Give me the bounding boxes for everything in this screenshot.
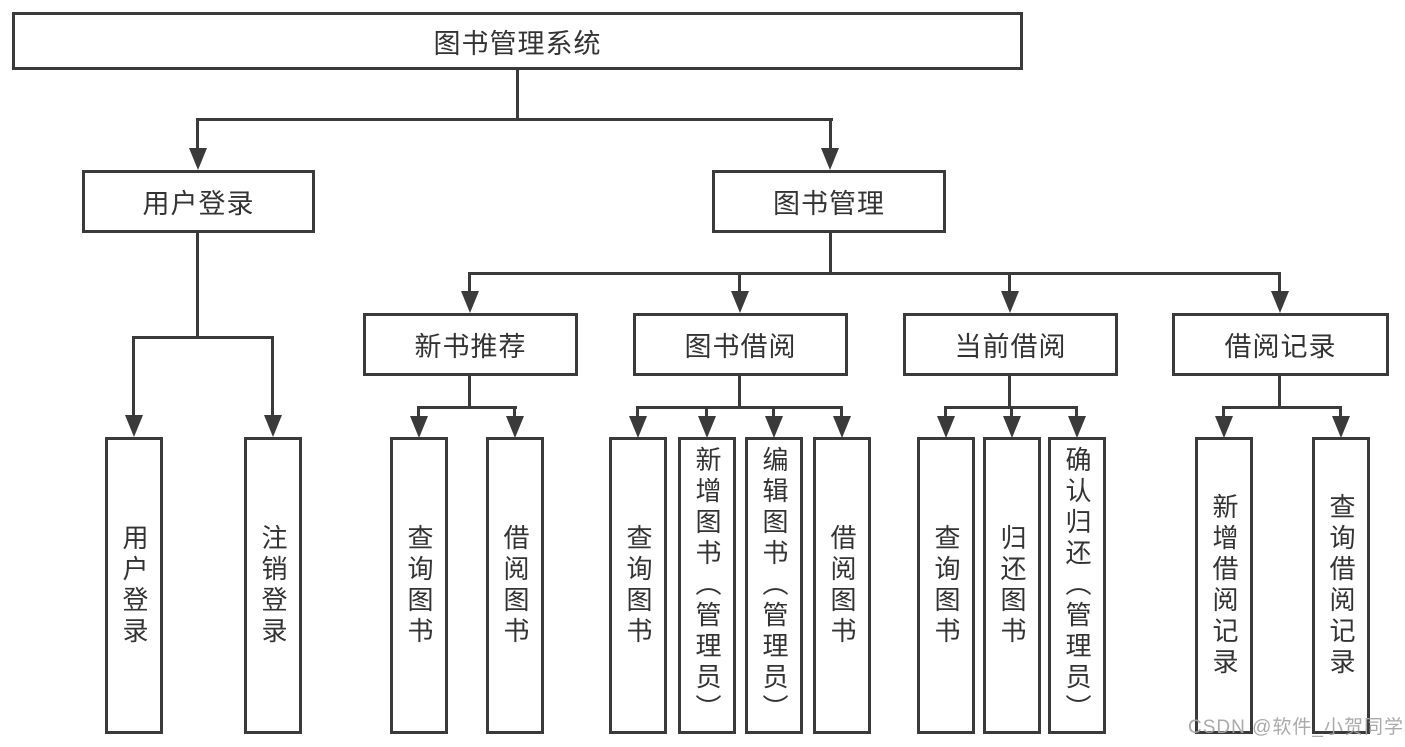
leaf-label: 新增图书（管理员） xyxy=(692,446,722,725)
leaf-current-return-books: 归还图书 xyxy=(983,437,1041,734)
connector-line xyxy=(1278,272,1281,294)
arrow-down-icon xyxy=(731,291,749,313)
leaf-recommend-borrow-books: 借阅图书 xyxy=(486,437,544,734)
leaf-records-query-record: 查询借阅记录 xyxy=(1312,437,1370,734)
leaf-borrowing-add-books-admin: 新增图书（管理员） xyxy=(678,437,736,734)
connector-line xyxy=(417,406,420,420)
arrow-down-icon xyxy=(1215,416,1233,438)
node-borrowing-records: 借阅记录 xyxy=(1172,313,1389,376)
leaf-label: 查询图书 xyxy=(931,523,961,648)
connector-line xyxy=(196,233,199,339)
connector-line xyxy=(468,376,471,409)
leaf-label: 查询借阅记录 xyxy=(1326,492,1356,679)
arrow-down-icon xyxy=(461,291,479,313)
leaf-label: 注销登录 xyxy=(258,523,288,648)
leaf-label: 用户登录 xyxy=(119,523,149,648)
node-new-book-recommend: 新书推荐 xyxy=(363,313,578,376)
leaf-label: 查询图书 xyxy=(623,523,653,648)
node-current-borrowing: 当前借阅 xyxy=(903,313,1118,376)
connector-line xyxy=(1075,406,1078,420)
connector-line xyxy=(772,406,775,420)
leaf-current-confirm-return-admin: 确认归还（管理员） xyxy=(1048,437,1106,734)
connector-line xyxy=(636,406,843,409)
connector-line xyxy=(1222,406,1225,420)
arrow-down-icon xyxy=(821,148,839,170)
connector-line xyxy=(271,336,274,420)
connector-line xyxy=(468,272,471,294)
arrow-down-icon xyxy=(698,416,716,438)
arrow-down-icon xyxy=(833,416,851,438)
arrow-down-icon xyxy=(629,416,647,438)
connector-line xyxy=(1278,376,1281,409)
leaf-records-add-record: 新增借阅记录 xyxy=(1195,437,1253,734)
connector-line xyxy=(1008,272,1011,294)
connector-line xyxy=(829,118,832,152)
connector-line xyxy=(1008,376,1011,409)
arrow-down-icon xyxy=(410,416,428,438)
connector-line xyxy=(132,336,135,420)
arrow-down-icon xyxy=(1271,291,1289,313)
node-label: 用户登录 xyxy=(142,189,255,219)
connector-line xyxy=(944,406,947,420)
arrow-down-icon xyxy=(1332,416,1350,438)
connector-line xyxy=(1010,406,1013,420)
connector-line xyxy=(196,118,199,152)
connector-line xyxy=(738,376,741,409)
arrow-down-icon xyxy=(937,416,955,438)
csdn-watermark: CSDN @软件_小贺同学 xyxy=(1188,717,1404,738)
leaf-borrowing-query-books: 查询图书 xyxy=(609,437,667,734)
node-book-borrowing: 图书借阅 xyxy=(633,313,848,376)
leaf-label: 新增借阅记录 xyxy=(1209,492,1239,679)
connector-line xyxy=(417,406,517,409)
leaf-borrowing-edit-books-admin: 编辑图书（管理员） xyxy=(745,437,803,734)
connector-line xyxy=(513,406,516,420)
connector-line xyxy=(468,272,1281,275)
leaf-label: 确认归还（管理员） xyxy=(1062,446,1092,725)
connector-line xyxy=(1222,406,1342,409)
arrow-down-icon xyxy=(1001,291,1019,313)
leaf-label: 借阅图书 xyxy=(500,523,530,648)
connector-line xyxy=(738,272,741,294)
node-label: 图书管理系统 xyxy=(433,28,602,59)
leaf-label: 借阅图书 xyxy=(827,523,857,648)
arrow-down-icon xyxy=(1003,416,1021,438)
node-user-login: 用户登录 xyxy=(82,170,315,233)
node-label: 当前借阅 xyxy=(954,332,1067,362)
connector-line xyxy=(196,118,833,121)
leaf-label: 查询图书 xyxy=(404,523,434,648)
arrow-down-icon xyxy=(506,416,524,438)
leaf-recommend-query-books: 查询图书 xyxy=(390,437,448,734)
connector-line xyxy=(636,406,639,420)
connector-line xyxy=(829,233,832,275)
connector-line xyxy=(132,336,274,339)
connector-line xyxy=(516,70,519,118)
node-label: 图书借阅 xyxy=(684,332,797,362)
node-label: 借阅记录 xyxy=(1224,332,1337,362)
node-root-library-system: 图书管理系统 xyxy=(12,12,1023,70)
leaf-label: 编辑图书（管理员） xyxy=(759,446,789,725)
connector-line xyxy=(705,406,708,420)
arrow-down-icon xyxy=(125,415,143,437)
leaf-user-login: 用户登录 xyxy=(105,437,163,734)
connector-line xyxy=(1339,406,1342,420)
arrow-down-icon xyxy=(264,415,282,437)
node-label: 新书推荐 xyxy=(414,332,527,362)
connector-line xyxy=(840,406,843,420)
leaf-logout: 注销登录 xyxy=(244,437,302,734)
leaf-current-query-books: 查询图书 xyxy=(917,437,975,734)
node-book-management: 图书管理 xyxy=(712,170,946,233)
arrow-down-icon xyxy=(765,416,783,438)
arrow-down-icon xyxy=(189,148,207,170)
arrow-down-icon xyxy=(1068,416,1086,438)
node-label: 图书管理 xyxy=(773,189,885,219)
leaf-label: 归还图书 xyxy=(997,523,1027,648)
leaf-borrowing-borrow-books: 借阅图书 xyxy=(813,437,871,734)
